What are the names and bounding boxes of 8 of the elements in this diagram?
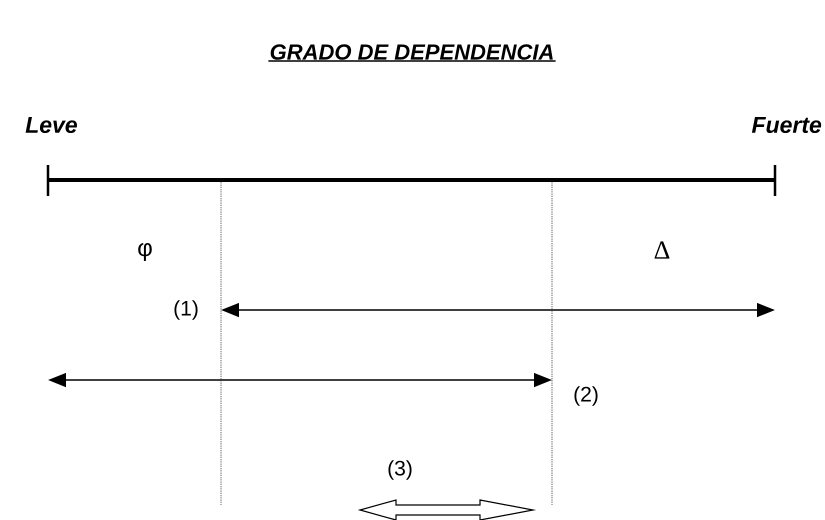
range-number: (3) bbox=[388, 460, 412, 480]
symbol-label: φ bbox=[138, 243, 152, 261]
scale-end-label: Fuerte bbox=[752, 116, 822, 134]
range-number: (2) bbox=[574, 386, 598, 406]
scale-end-label: Leve bbox=[26, 116, 77, 134]
range-number: (1) bbox=[174, 300, 198, 320]
title: GRADO DE DEPENDENCIA bbox=[268, 44, 556, 62]
symbol-label: Δ bbox=[654, 241, 670, 259]
